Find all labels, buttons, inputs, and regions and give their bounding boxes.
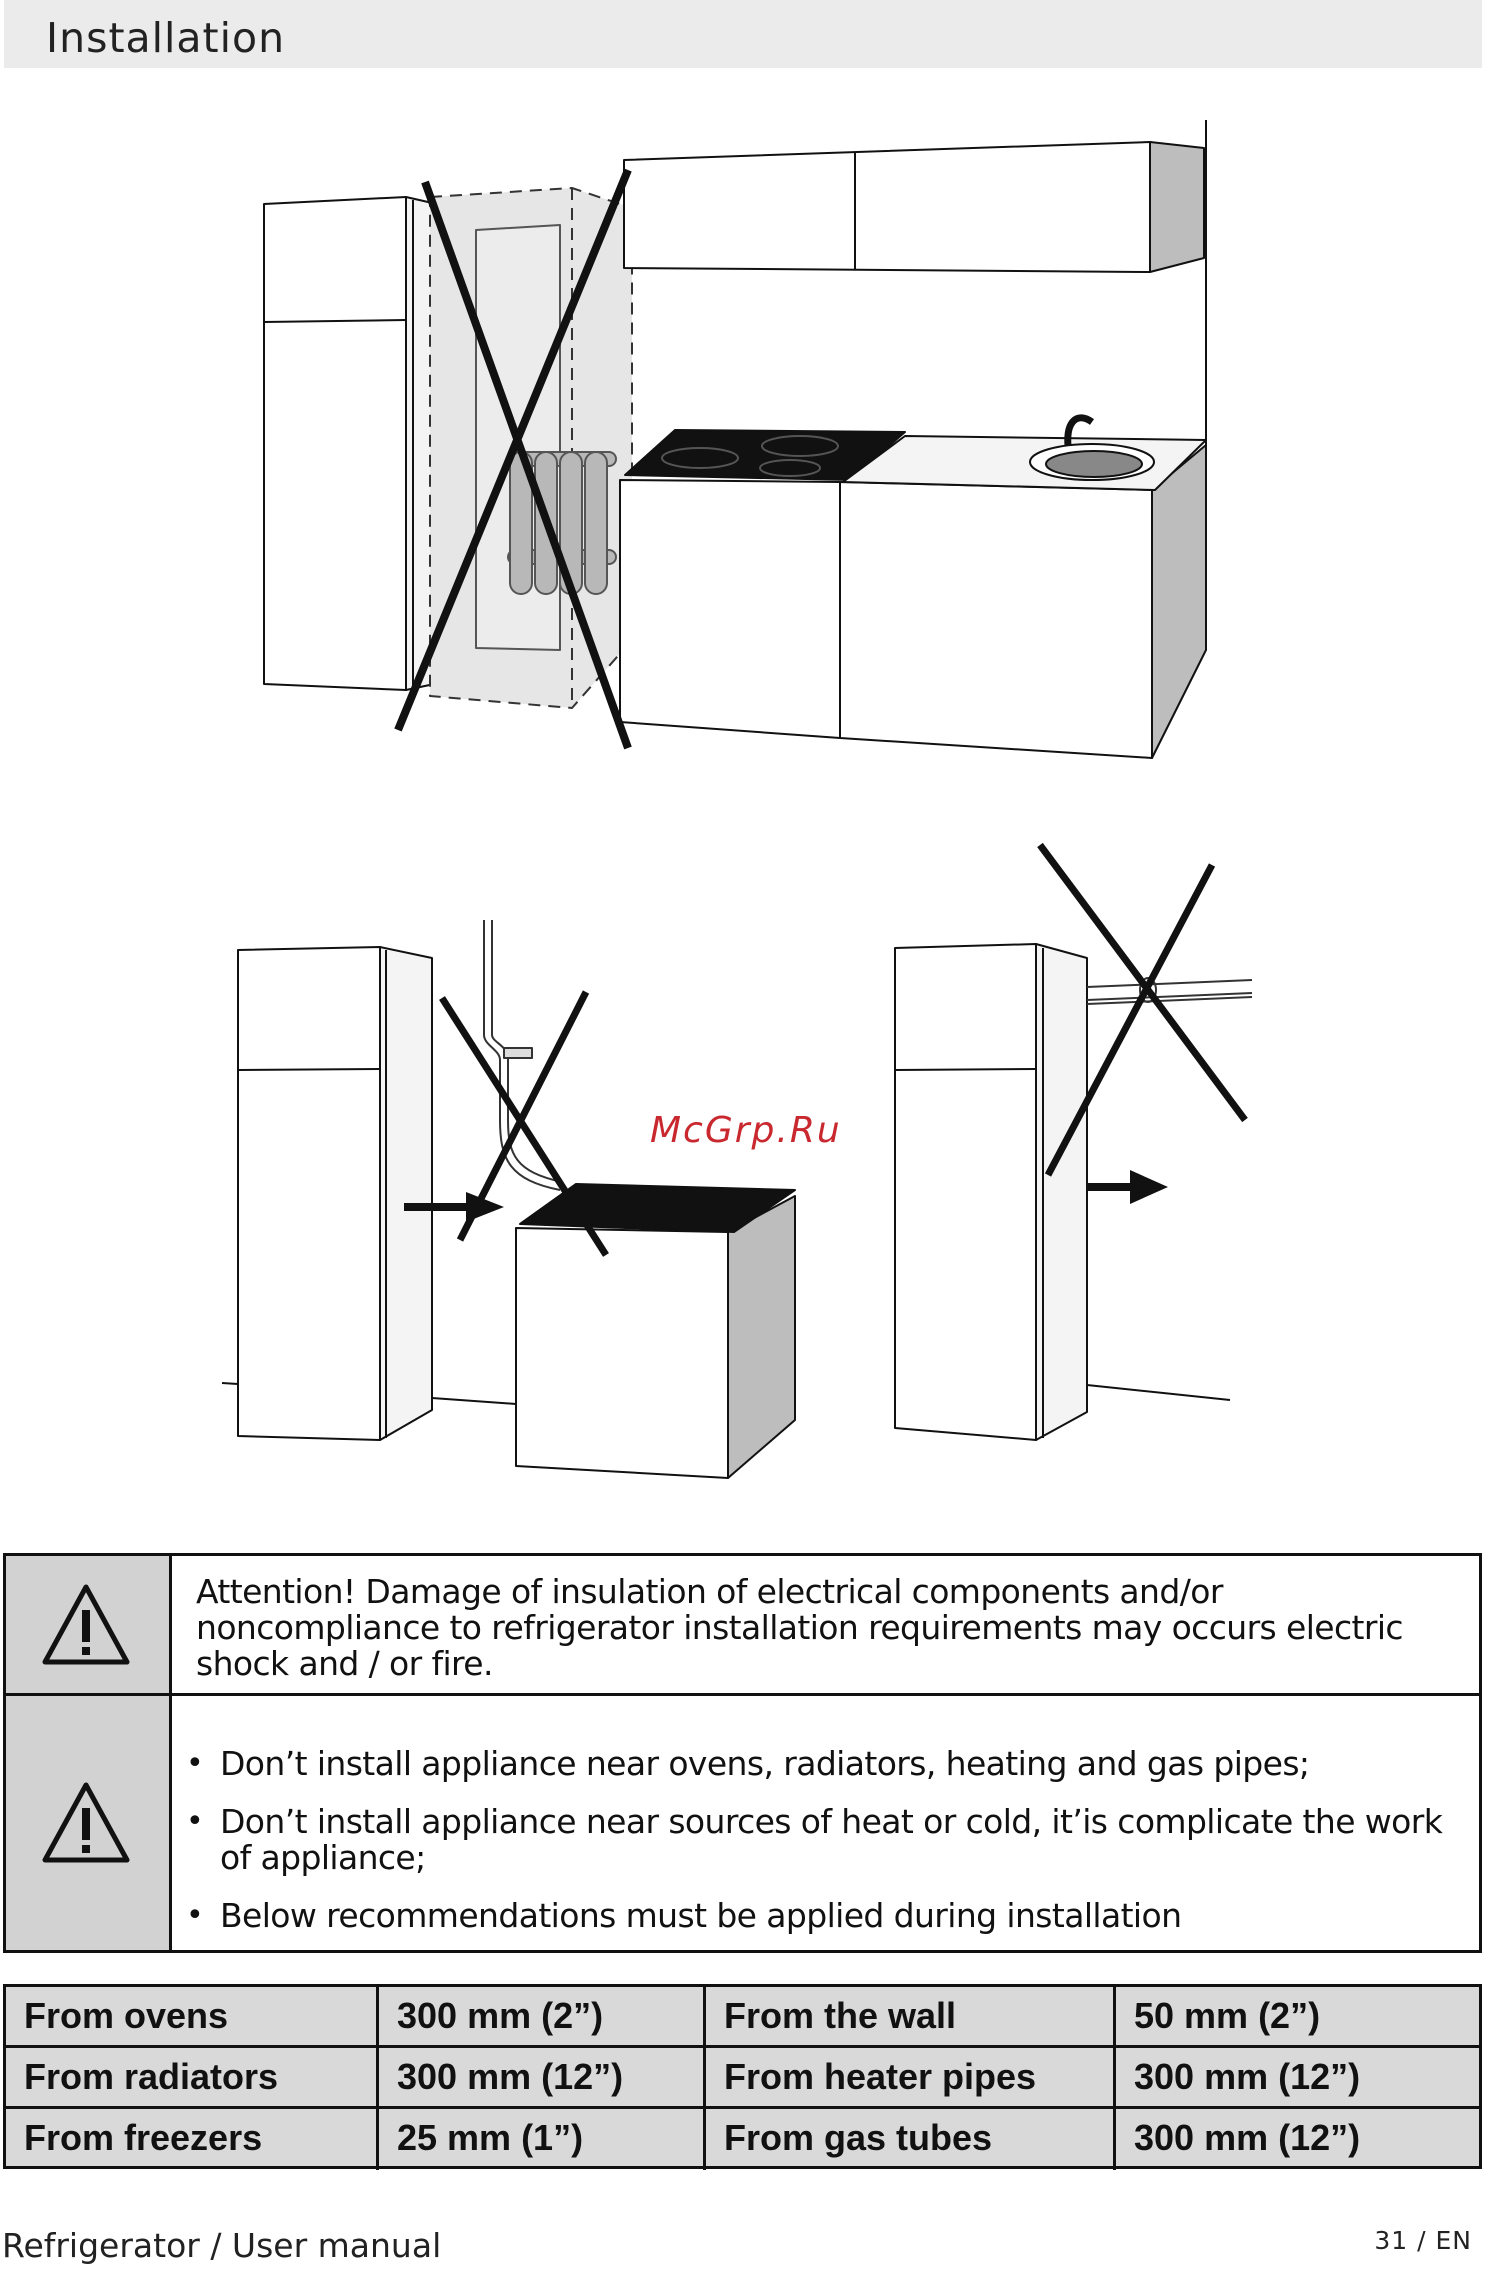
table-cell: 300 mm (12”): [1134, 2117, 1361, 2158]
table-cell: 300 mm (2”): [379, 1987, 706, 2045]
list-item: Below recommendations must be applied du…: [186, 1898, 1465, 1935]
niche-dashed: [429, 187, 633, 709]
table-cell: From heater pipes: [706, 2048, 1116, 2106]
list-item: Don’t install appliance near sources of …: [186, 1804, 1465, 1876]
upper-cabinets: [623, 120, 1207, 450]
radiator: [507, 451, 617, 595]
recommendations-row: Don’t install appliance near ovens, radi…: [6, 1696, 1479, 1950]
stove-unit: [515, 1183, 796, 1479]
table-cell: 25 mm (1”): [379, 2109, 706, 2170]
table-row: From freezers 25 mm (1”) From gas tubes …: [6, 2109, 1479, 2170]
fridge-bottom-right: [894, 943, 1231, 1441]
warning-triangle-icon: [42, 1782, 130, 1863]
installation-illustration: [221, 120, 1253, 1479]
table-cell: 300 mm (12”): [379, 2048, 706, 2106]
sink-cabinet: [839, 414, 1207, 759]
table-cell: From the wall: [706, 1987, 1116, 2045]
warning-icon-cell: [6, 1556, 172, 1693]
warning-icon-cell: [6, 1696, 172, 1950]
header-band: Installation: [4, 0, 1482, 68]
heater-pipe: [1086, 977, 1253, 1005]
fridge-bottom-left: [221, 946, 517, 1441]
table-cell: From radiators: [6, 2048, 379, 2106]
table-cell: From freezers: [6, 2109, 379, 2170]
cross-out-icon: [439, 990, 609, 1257]
arrow-right-icon: [1086, 1170, 1168, 1204]
attention-text: Attention! Damage of insulation of elect…: [196, 1572, 1404, 1683]
page-title: Installation: [46, 14, 286, 62]
footer-manual-title: Refrigerator / User manual: [2, 2226, 442, 2265]
table-cell: From ovens: [6, 1987, 379, 2045]
list-item: Don’t install appliance near ovens, radi…: [186, 1746, 1465, 1783]
stove-cabinet: [619, 429, 906, 739]
watermark: McGrp.Ru: [650, 1110, 842, 1151]
cross-out-icon: [394, 168, 632, 750]
table-cell: 300 mm (12”): [1134, 2056, 1361, 2097]
table-row: From ovens 300 mm (2”) From the wall 50 …: [6, 1987, 1479, 2048]
attention-row: Attention! Damage of insulation of elect…: [6, 1556, 1479, 1696]
table-cell: From gas tubes: [706, 2109, 1116, 2170]
table-cell: 50 mm (2”): [1134, 1995, 1321, 2036]
warning-triangle-icon: [42, 1584, 130, 1664]
gas-pipe: [483, 920, 563, 1191]
warning-table: Attention! Damage of insulation of elect…: [3, 1553, 1482, 1953]
distances-table: From ovens 300 mm (2”) From the wall 50 …: [3, 1984, 1482, 2170]
recommendations-list: Don’t install appliance near ovens, radi…: [186, 1746, 1465, 1956]
table-row: From radiators 300 mm (12”) From heater …: [6, 2048, 1479, 2109]
cross-out-icon: [1037, 842, 1248, 1177]
page-number: 31 / EN: [1374, 2226, 1472, 2255]
